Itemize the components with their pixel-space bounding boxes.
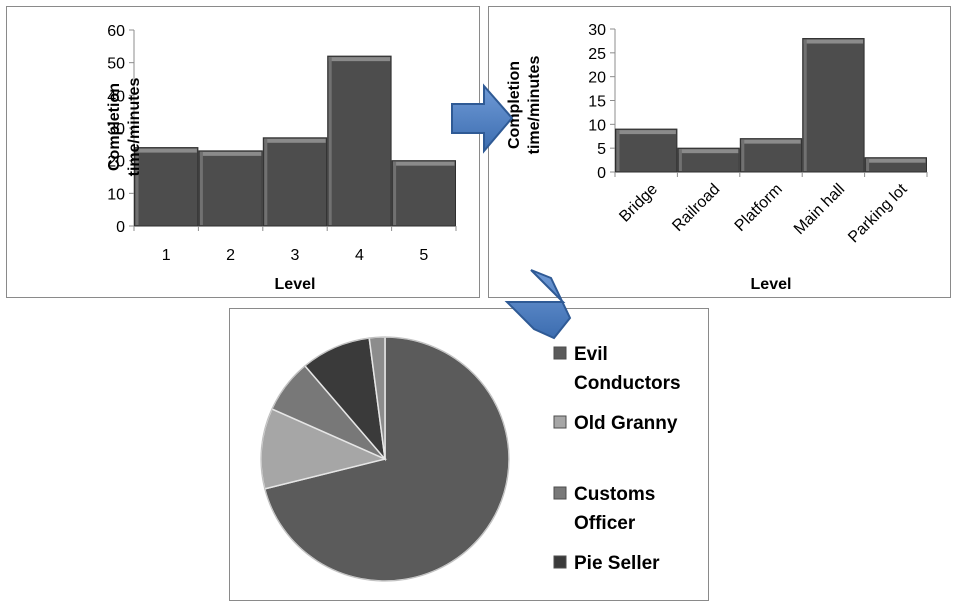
y-tick-label: 5 (597, 141, 606, 158)
x-tick-label: 3 (291, 247, 300, 264)
y-tick-label: 20 (107, 154, 125, 171)
y-tick-label: 30 (107, 121, 125, 138)
pie-outline (260, 336, 510, 582)
bar-level-1 (134, 147, 199, 227)
y-tick-label: 30 (588, 22, 606, 39)
bar-location-5 (864, 157, 928, 173)
x-tick-label: Main hall (791, 181, 848, 238)
bar-location-4 (802, 38, 865, 173)
y-tick-label: 25 (588, 46, 606, 63)
legend-swatch (553, 346, 567, 360)
x-tick-label: 2 (226, 247, 235, 264)
bar-level-5 (391, 160, 457, 227)
bar-location-1 (615, 128, 678, 173)
y-tick-label: 60 (107, 23, 125, 40)
x-tick-label: Bridge (616, 181, 661, 226)
y-tick-label: 50 (107, 56, 125, 73)
legend-item-old-granny: Old Granny (553, 413, 678, 434)
legend-swatch (553, 486, 567, 500)
y-tick-label: 20 (588, 70, 606, 87)
legend-label: Pie Seller (574, 553, 660, 574)
bar-level-2 (198, 150, 263, 227)
x-tick-label: Railroad (669, 181, 723, 235)
y-tick-label: 0 (116, 219, 125, 236)
bar-level-3 (262, 137, 328, 227)
bar-location-3 (739, 138, 803, 173)
legend-swatch (553, 555, 567, 569)
y-tick-label: 10 (588, 117, 606, 134)
x-tick-label: 4 (355, 247, 364, 264)
y-tick-label: 0 (597, 165, 606, 182)
y-tick-label: 10 (107, 186, 125, 203)
y-tick-label: 40 (107, 88, 125, 105)
x-axis-title: Level (275, 276, 316, 293)
bar-location-2 (677, 147, 740, 173)
bar-level-4 (327, 55, 392, 227)
legend-swatch (553, 415, 567, 429)
x-tick-label: Platform (732, 181, 786, 235)
x-axis-title: Level (751, 276, 792, 293)
x-tick-label: Parking lot (845, 180, 911, 246)
legend-item-pie-seller: Pie Seller (553, 553, 660, 574)
x-tick-label: 1 (162, 247, 171, 264)
x-tick-label: 5 (419, 247, 428, 264)
legend-label: Old Granny (574, 413, 678, 434)
y-tick-label: 15 (588, 94, 606, 111)
